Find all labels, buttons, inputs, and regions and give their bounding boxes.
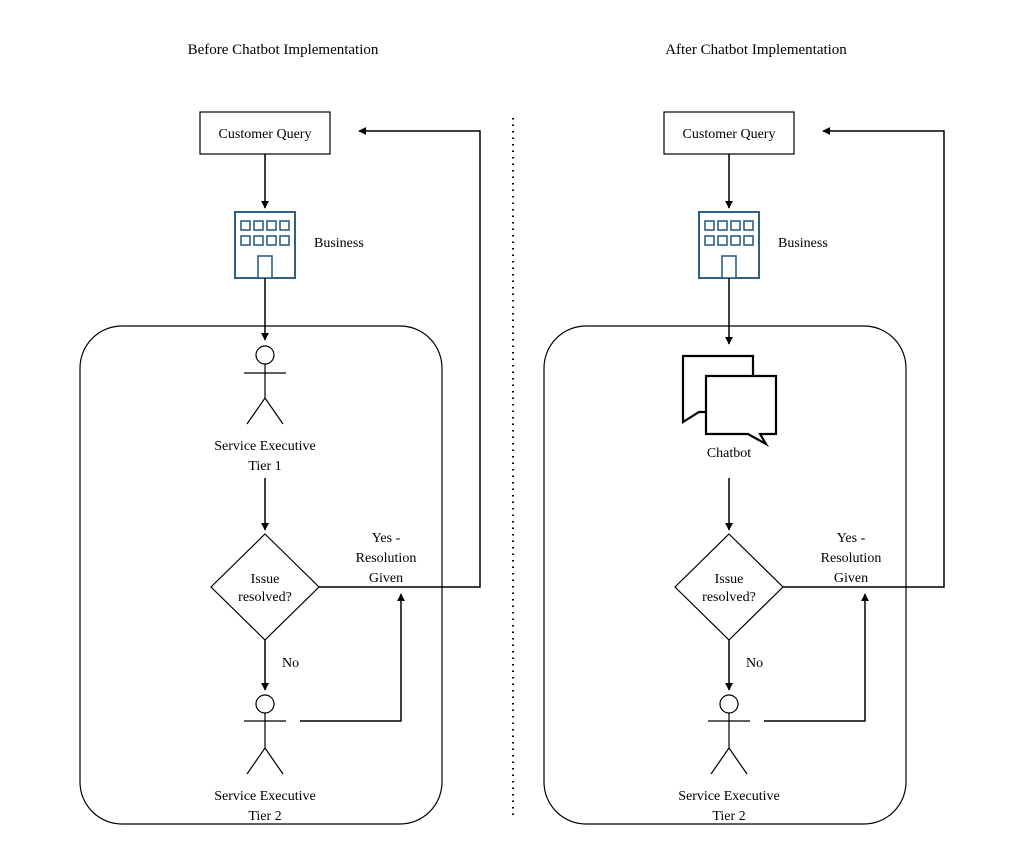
before-arrow-tier2-to-resolution [300,593,405,722]
chatbot-label: Chatbot [707,446,751,461]
before-arrow-resolution-to-query [319,127,481,588]
before-decision-diamond [210,533,320,641]
building-icon [698,211,760,279]
before-title: Before Chatbot Implementation [188,42,379,58]
after-decision-line1: Issue [715,572,744,587]
before-tier1-line1: Service Executive [214,439,315,454]
before-no-label: No [282,656,299,671]
before-yes-line2: Resolution [356,551,417,566]
after-arrow-tier2-to-resolution [764,593,869,722]
after-tier2-line2: Tier 2 [712,809,745,824]
after-team-container [543,325,907,825]
after-yes-line1: Yes - [837,531,866,546]
before-business-label: Business [314,236,364,251]
after-arrow-resolution-to-query [783,127,945,588]
after-no-label: No [746,656,763,671]
before-yes-line1: Yes - [372,531,401,546]
before-decision-line2: resolved? [238,590,292,605]
before-team-container [79,325,443,825]
before-tier2-line2: Tier 2 [248,809,281,824]
after-customer-query-label: Customer Query [683,127,776,142]
building-icon [234,211,296,279]
after-panel: After Chatbot Implementation Customer Qu… [543,42,945,825]
before-tier1-line2: Tier 1 [248,459,281,474]
after-decision-diamond [674,533,784,641]
before-decision-line1: Issue [251,572,280,587]
after-decision-line2: resolved? [702,590,756,605]
after-yes-line2: Resolution [821,551,882,566]
after-yes-line3: Given [834,571,868,586]
before-yes-line3: Given [369,571,403,586]
person-icon [244,345,286,425]
person-icon [708,694,750,775]
chat-bubbles-icon [681,354,778,447]
after-customer-query-box [663,111,795,155]
before-panel: Before Chatbot Implementation Customer Q… [79,42,481,825]
after-business-label: Business [778,236,828,251]
before-customer-query-label: Customer Query [219,127,312,142]
after-title: After Chatbot Implementation [665,42,847,58]
after-tier2-line1: Service Executive [678,789,779,804]
person-icon [244,694,286,775]
before-tier2-line1: Service Executive [214,789,315,804]
